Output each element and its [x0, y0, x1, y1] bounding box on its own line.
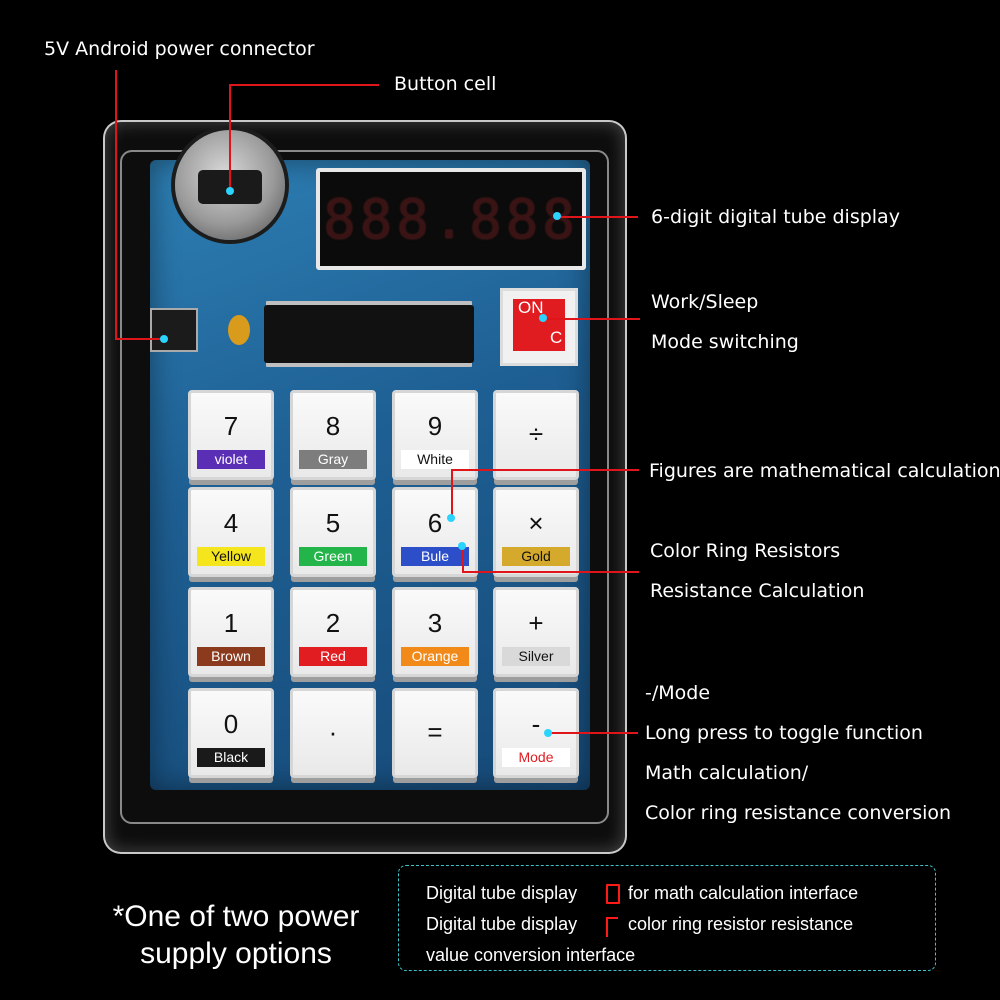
- key-14[interactable]: ·: [290, 688, 376, 778]
- label-power-connector: 5V Android power connector: [44, 38, 315, 60]
- on-c-button[interactable]: [500, 288, 578, 366]
- on-label: ON: [518, 298, 544, 317]
- key-color-tag: White: [401, 450, 469, 469]
- label-minus-mode: -/Mode: [645, 682, 711, 704]
- leader-line-figures-v: [451, 470, 453, 518]
- key-symbol: =: [427, 717, 443, 747]
- key-symbol: 5: [325, 508, 341, 538]
- key-color-tag: violet: [197, 450, 265, 469]
- key-symbol: 0: [223, 709, 239, 739]
- leader-line-power-v: [115, 70, 117, 340]
- key-symbol: 9: [427, 411, 443, 441]
- key-color-tag: Orange: [401, 647, 469, 666]
- key-symbol: +: [528, 608, 544, 638]
- key-symbol: 3: [427, 608, 443, 638]
- marker-dot-battery: [226, 187, 234, 195]
- info-line-1: Digital tube display: [426, 883, 578, 903]
- digital-tube-display: 888.888: [316, 168, 586, 270]
- label-resistance-calc: Resistance Calculation: [650, 580, 865, 602]
- leader-line-onc: [545, 318, 640, 320]
- footer-line-2: supply options: [140, 937, 332, 970]
- key-symbol: 1: [223, 608, 239, 638]
- leader-line-power-h: [115, 338, 165, 340]
- key-symbol: ×: [528, 508, 544, 538]
- key-color-tag: Mode: [502, 748, 570, 767]
- key-12[interactable]: + Silver: [493, 587, 579, 677]
- key-symbol: 7: [223, 411, 239, 441]
- key-color-tag: Yellow: [197, 547, 265, 566]
- leader-line-figures-h: [451, 469, 639, 471]
- key-color-tag: Gray: [299, 450, 367, 469]
- key-color-tag: Black: [197, 748, 265, 767]
- marker-dot-figures: [447, 514, 455, 522]
- label-math-calc: Math calculation/: [645, 762, 809, 784]
- marker-dot-power: [160, 335, 168, 343]
- marker-dot-display: [553, 212, 561, 220]
- key-1[interactable]: 7 violet: [188, 390, 274, 480]
- display-digits: 888.888: [323, 187, 579, 251]
- label-color-ring: Color Ring Resistors: [650, 540, 841, 562]
- power-supply-note: *One of two power supply options: [86, 898, 386, 972]
- key-color-tag: Bule: [401, 547, 469, 566]
- key-symbol: 4: [223, 508, 239, 538]
- label-long-press: Long press to toggle function: [645, 722, 923, 744]
- key-4[interactable]: ÷: [493, 390, 579, 480]
- label-color-conversion: Color ring resistance conversion: [645, 802, 952, 824]
- acrylic-case-inner: [120, 150, 609, 824]
- key-symbol: -: [531, 709, 541, 739]
- leader-line-display: [558, 216, 638, 218]
- leader-line-mode: [548, 732, 638, 734]
- info-line-2: Digital tube display: [426, 914, 578, 934]
- leader-line-color-h: [462, 571, 639, 573]
- key-color-tag: Brown: [197, 647, 265, 666]
- microcontroller-chip: [264, 305, 474, 363]
- c-label: C: [550, 328, 563, 347]
- info-line-3: value conversion interface: [426, 945, 636, 965]
- segment-r-icon: [606, 917, 618, 937]
- label-figures: Figures are mathematical calculations: [649, 460, 1000, 482]
- label-display: 6-digit digital tube display: [651, 206, 900, 228]
- leader-line-battery-h: [229, 84, 379, 86]
- key-symbol: 8: [325, 411, 341, 441]
- power-connector: [150, 308, 198, 352]
- marker-dot-mode: [544, 729, 552, 737]
- label-button-cell: Button cell: [394, 73, 497, 95]
- key-color-tag: Silver: [502, 647, 570, 666]
- key-15[interactable]: =: [392, 688, 478, 778]
- segment-zero-icon: [606, 884, 620, 904]
- label-mode-switching: Mode switching: [651, 331, 799, 353]
- info-line-1b: for math calculation interface: [628, 883, 859, 903]
- key-color-tag: Green: [299, 547, 367, 566]
- capacitor: [228, 315, 250, 345]
- key-8[interactable]: × Gold: [493, 487, 579, 577]
- key-symbol: 2: [325, 608, 341, 638]
- key-color-tag: Red: [299, 647, 367, 666]
- leader-line-color-v: [462, 548, 464, 572]
- marker-dot-onc: [539, 314, 547, 322]
- on-c-button-face: [513, 299, 565, 351]
- marker-dot-color: [458, 542, 466, 550]
- leader-line-battery-v: [229, 86, 231, 191]
- footer-line-1: *One of two power: [112, 900, 360, 933]
- key-color-tag: Gold: [502, 547, 570, 566]
- info-line-2b: color ring resistor resistance: [628, 914, 854, 934]
- info-box: [398, 865, 936, 971]
- label-work-sleep: Work/Sleep: [651, 291, 759, 313]
- key-symbol: ·: [328, 717, 338, 747]
- key-symbol: 6: [427, 508, 443, 538]
- key-symbol: ÷: [528, 419, 544, 449]
